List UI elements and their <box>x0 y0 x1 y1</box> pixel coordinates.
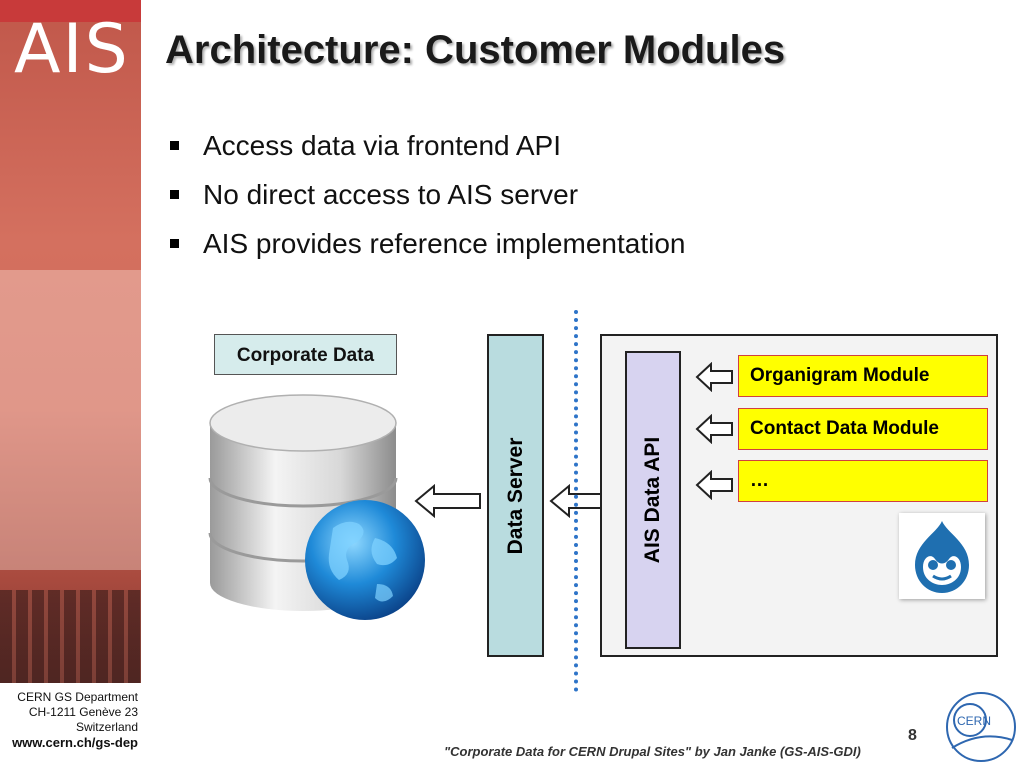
ais-data-api-box: AIS Data API <box>625 351 681 649</box>
corporate-data-label: Corporate Data <box>214 334 397 375</box>
footer-website: www.cern.ch/gs-dep <box>12 735 138 750</box>
ais-data-api-label: AIS Data API <box>641 436 664 564</box>
bullet-marker <box>170 190 179 199</box>
bullet-item: No direct access to AIS server <box>170 177 685 226</box>
sidebar-keyboard <box>0 590 141 683</box>
footer-caption: "Corporate Data for CERN Drupal Sites" b… <box>444 744 861 759</box>
bullet-list: Access data via frontend API No direct a… <box>170 128 685 275</box>
arrow-left-contact <box>695 414 733 444</box>
arrow-left-organigram <box>695 362 733 392</box>
globe-icon <box>305 500 425 620</box>
network-boundary-divider <box>574 310 578 692</box>
sidebar-strip <box>0 0 141 22</box>
database-icon <box>208 394 425 620</box>
page-number: 8 <box>908 727 917 744</box>
arrow-left-to-database <box>414 484 481 518</box>
bullet-marker <box>170 141 179 150</box>
bullet-item: AIS provides reference implementation <box>170 226 685 275</box>
module-contact-data: Contact Data Module <box>738 408 988 450</box>
address-line: Switzerland <box>75 720 138 734</box>
ais-logo: AIS <box>14 10 130 89</box>
address-line: CERN GS Department <box>17 690 138 704</box>
slide-title: Architecture: Customer Modules <box>165 28 786 72</box>
footer-address: CERN GS Department CH-1211 Genève 23 Swi… <box>0 690 138 750</box>
address-line: CH-1211 Genève 23 <box>28 705 138 719</box>
sidebar-banner: AIS <box>0 0 141 683</box>
bullet-text: AIS provides reference implementation <box>203 228 686 259</box>
bullet-marker <box>170 239 179 248</box>
bullet-text: No direct access to AIS server <box>203 179 579 210</box>
sidebar-laptop-screen <box>0 270 141 570</box>
cern-logo-text: CERN <box>957 714 991 728</box>
data-server-box: Data Server <box>487 334 544 657</box>
module-organigram: Organigram Module <box>738 355 988 397</box>
arrow-left-more <box>695 470 733 500</box>
bullet-item: Access data via frontend API <box>170 128 685 177</box>
drupal-logo <box>899 513 985 599</box>
drupal-drop-icon <box>915 521 969 593</box>
cern-logo: CERN <box>946 692 1016 762</box>
data-server-label: Data Server <box>503 437 527 554</box>
module-more: … <box>738 460 988 502</box>
bullet-text: Access data via frontend API <box>203 130 561 161</box>
